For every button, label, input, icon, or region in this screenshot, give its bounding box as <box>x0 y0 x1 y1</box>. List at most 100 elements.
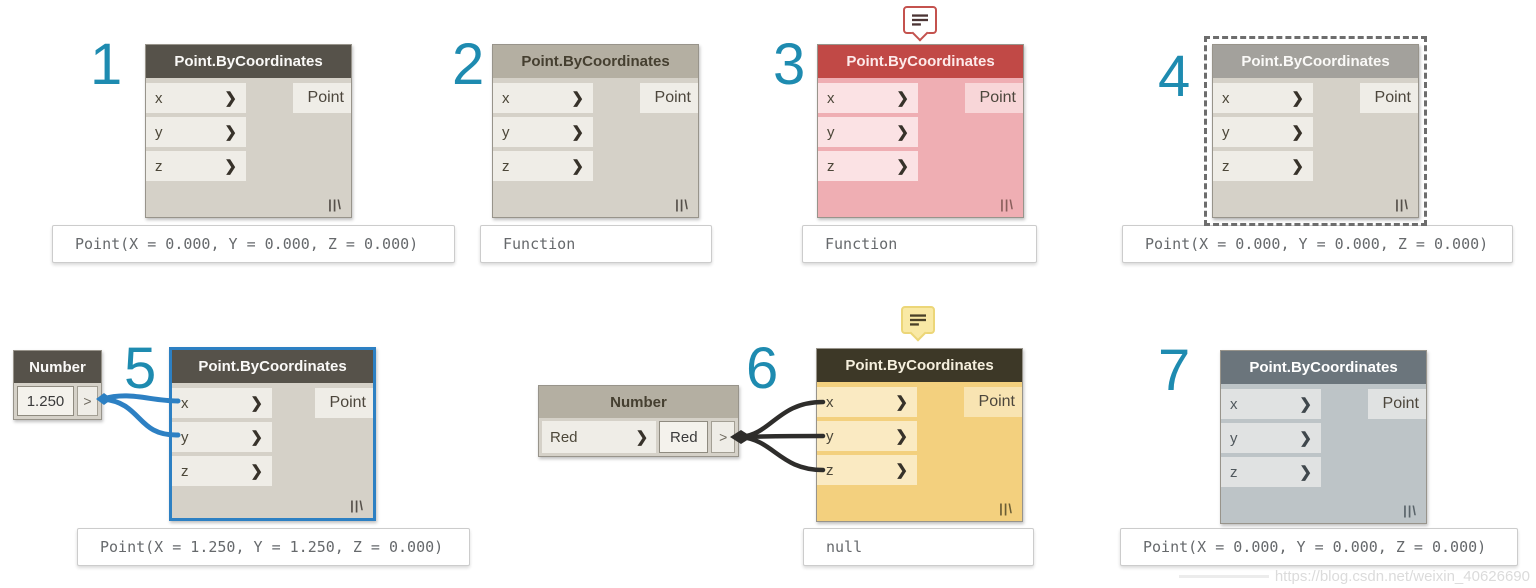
watermark-text: https://blog.csdn.net/weixin_40626690 <box>1274 568 1530 585</box>
lacing-icon[interactable]: ||\ <box>350 498 364 513</box>
node-point-bycoordinates-6[interactable]: Point.ByCoordinates x❯ y❯ z❯ Point ||\ <box>816 348 1023 522</box>
node-point-bycoordinates-2[interactable]: Point.ByCoordinates x❯ y❯ z❯ Point ||\ <box>492 44 699 218</box>
node-number-2[interactable]: Number Red❯ Red > <box>538 385 739 457</box>
preview-bubble-6: null <box>803 528 1034 566</box>
node-title[interactable]: Point.ByCoordinates <box>1221 351 1426 384</box>
input-port-z[interactable]: z❯ <box>817 455 917 485</box>
node-title[interactable]: Point.ByCoordinates <box>146 45 351 78</box>
watermark-line <box>1178 575 1269 578</box>
input-port-label: y <box>155 123 163 141</box>
input-port-y[interactable]: y❯ <box>172 422 272 452</box>
input-port-label: x <box>827 89 835 107</box>
output-port-point[interactable]: Point <box>1360 83 1418 113</box>
state-number-7: 7 <box>1158 338 1191 403</box>
node-point-bycoordinates-3[interactable]: Point.ByCoordinates x❯ y❯ z❯ Point ||\ <box>817 44 1024 218</box>
wire-number-to-y[interactable] <box>738 433 826 440</box>
node-body: x❯ y❯ z❯ Point ||\ <box>818 78 1023 217</box>
preview-bubble-3: Function <box>802 225 1037 263</box>
output-port[interactable]: > <box>77 386 98 416</box>
input-port-label: z <box>502 157 510 175</box>
output-port-point[interactable]: Point <box>964 387 1022 417</box>
input-port-x[interactable]: x❯ <box>172 388 272 418</box>
chevron-right-icon: ❯ <box>224 124 237 141</box>
comment-bubble-icon[interactable] <box>901 306 935 334</box>
lacing-icon[interactable]: ||\ <box>1395 197 1409 212</box>
input-port-y[interactable]: y❯ <box>817 421 917 451</box>
input-port-label: z <box>1222 157 1230 175</box>
node-title[interactable]: Point.ByCoordinates <box>493 45 698 78</box>
node-body: x❯ y❯ z❯ Point ||\ <box>817 382 1022 521</box>
input-port-z[interactable]: z❯ <box>1221 457 1321 487</box>
node-title[interactable]: Point.ByCoordinates <box>172 350 373 383</box>
wire-number-to-z[interactable] <box>738 434 826 473</box>
input-port-x[interactable]: x❯ <box>1221 389 1321 419</box>
node-title[interactable]: Point.ByCoordinates <box>817 349 1022 382</box>
input-port-z[interactable]: z❯ <box>172 456 272 486</box>
output-port[interactable]: > <box>711 421 735 453</box>
node-title[interactable]: Point.ByCoordinates <box>818 45 1023 78</box>
node-point-bycoordinates-4[interactable]: Point.ByCoordinates x❯ y❯ z❯ Point ||\ <box>1212 44 1419 218</box>
state-number-3: 3 <box>773 32 806 97</box>
comment-bubble-icon[interactable] <box>903 6 937 34</box>
input-port-red[interactable]: Red❯ <box>542 421 657 453</box>
node-body: x❯ y❯ z❯ Point ||\ <box>1221 384 1426 523</box>
preview-bubble-2: Function <box>480 225 712 263</box>
input-port-x[interactable]: x❯ <box>146 83 246 113</box>
wire-number-to-y[interactable] <box>100 396 181 438</box>
lacing-icon[interactable]: ||\ <box>999 501 1013 516</box>
node-number-1[interactable]: Number 1.250 > <box>13 350 102 420</box>
node-title[interactable]: Point.ByCoordinates <box>1213 45 1418 78</box>
node-point-bycoordinates-5[interactable]: Point.ByCoordinates x❯ y❯ z❯ Point ||\ <box>169 347 376 521</box>
state-number-4: 4 <box>1158 44 1191 109</box>
state-number-2: 2 <box>452 32 485 97</box>
input-port-x[interactable]: x❯ <box>493 83 593 113</box>
node-body: x❯ y❯ z❯ Point ||\ <box>146 78 351 217</box>
input-port-y[interactable]: y❯ <box>146 117 246 147</box>
chevron-right-icon: ❯ <box>895 428 908 445</box>
lacing-icon[interactable]: ||\ <box>1403 503 1417 518</box>
input-port-z[interactable]: z❯ <box>1213 151 1313 181</box>
chevron-right-icon: ❯ <box>635 429 649 446</box>
output-port-point[interactable]: Point <box>965 83 1023 113</box>
lacing-icon[interactable]: ||\ <box>328 197 342 212</box>
state-number-6: 6 <box>746 336 779 401</box>
output-port-point[interactable]: Point <box>315 388 373 418</box>
node-point-bycoordinates-1[interactable]: Point.ByCoordinates x❯ y❯ z❯ Point ||\ <box>145 44 352 218</box>
chevron-right-icon: ❯ <box>1299 464 1312 481</box>
output-port-point[interactable]: Point <box>293 83 351 113</box>
chevron-right-icon: ❯ <box>895 394 908 411</box>
input-port-z[interactable]: z❯ <box>818 151 918 181</box>
output-port-point[interactable]: Point <box>640 83 698 113</box>
node-point-bycoordinates-7[interactable]: Point.ByCoordinates x❯ y❯ z❯ Point ||\ <box>1220 350 1427 524</box>
input-port-label: z <box>155 157 163 175</box>
input-port-y[interactable]: y❯ <box>1213 117 1313 147</box>
input-port-x[interactable]: x❯ <box>818 83 918 113</box>
watermark: https://blog.csdn.net/weixin_40626690 <box>1178 568 1530 585</box>
preview-bubble-4: Point(X = 0.000, Y = 0.000, Z = 0.000) <box>1122 225 1513 263</box>
lacing-icon[interactable]: ||\ <box>1000 197 1014 212</box>
input-port-z[interactable]: z❯ <box>146 151 246 181</box>
input-port-x[interactable]: x❯ <box>817 387 917 417</box>
wire-number-to-x[interactable] <box>738 399 826 440</box>
input-port-y[interactable]: y❯ <box>493 117 593 147</box>
preview-bubble-5: Point(X = 1.250, Y = 1.250, Z = 0.000) <box>77 528 470 566</box>
state-number-5: 5 <box>124 336 157 401</box>
number-value-input[interactable]: 1.250 <box>17 386 74 416</box>
chevron-right-icon: ❯ <box>896 158 909 175</box>
input-port-label: x <box>502 89 510 107</box>
node-title[interactable]: Number <box>14 351 101 383</box>
input-port-label: x <box>181 394 189 412</box>
node-title[interactable]: Number <box>539 386 738 418</box>
input-port-label: x <box>826 393 834 411</box>
lacing-icon[interactable]: ||\ <box>675 197 689 212</box>
chevron-right-icon: ❯ <box>250 429 263 446</box>
output-port-point[interactable]: Point <box>1368 389 1426 419</box>
input-port-y[interactable]: y❯ <box>1221 423 1321 453</box>
number-value-input[interactable]: Red <box>659 421 709 453</box>
input-port-x[interactable]: x❯ <box>1213 83 1313 113</box>
input-port-z[interactable]: z❯ <box>493 151 593 181</box>
input-port-y[interactable]: y❯ <box>818 117 918 147</box>
chevron-right-icon: ❯ <box>224 158 237 175</box>
input-port-label: z <box>826 461 834 479</box>
